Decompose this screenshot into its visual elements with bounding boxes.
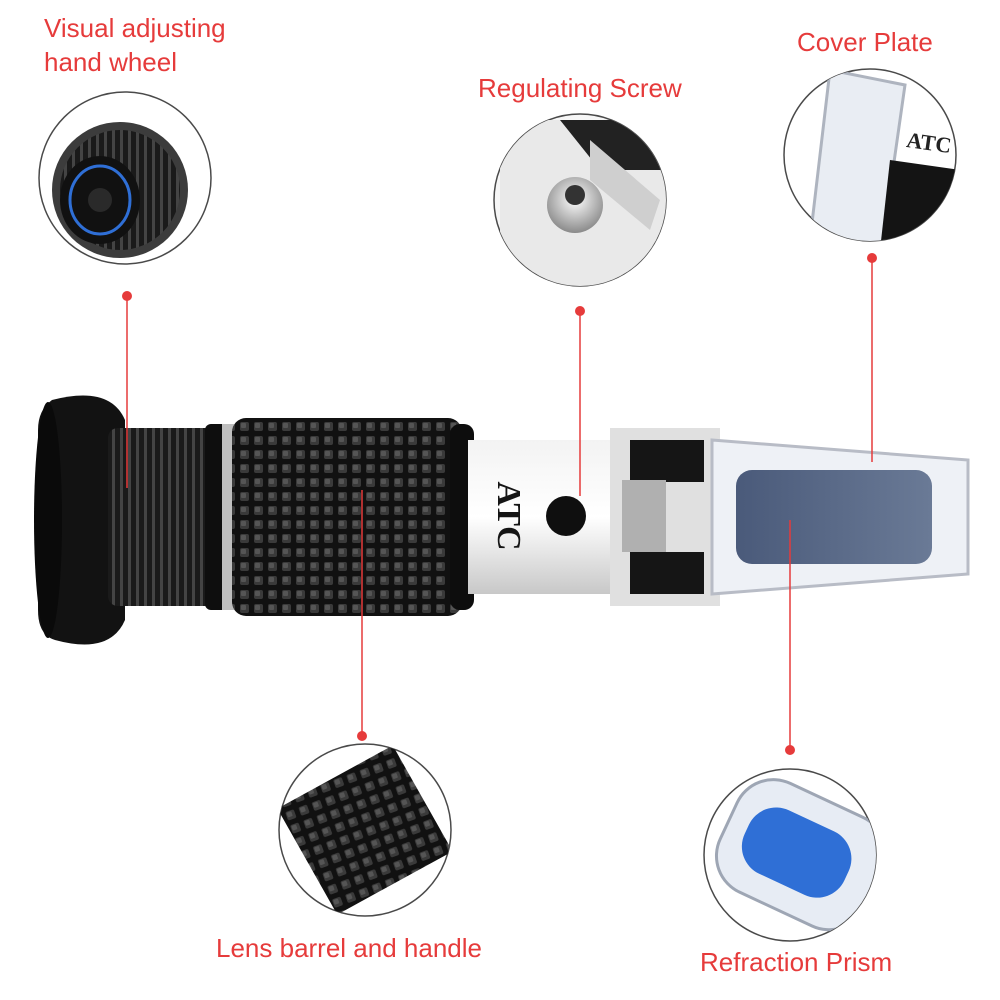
cover-plate-label: Cover Plate bbox=[797, 27, 933, 57]
refractometer bbox=[34, 395, 970, 645]
handle-grip-inset bbox=[278, 743, 452, 917]
cover-plate-inset: ATC bbox=[783, 68, 957, 242]
metal-barrel bbox=[468, 440, 618, 594]
leader-lines bbox=[122, 253, 877, 755]
regulating-screw-inset bbox=[493, 113, 667, 287]
hand-wheel-inset bbox=[38, 91, 212, 265]
hand-wheel-label-line2: hand wheel bbox=[44, 46, 177, 77]
leader-dot-cover bbox=[867, 253, 877, 263]
hand-wheel-label: Visual adjusting hand wheel bbox=[44, 12, 226, 80]
hand-wheel-label-line1: Visual adjusting bbox=[44, 13, 226, 43]
handle-grip bbox=[232, 418, 462, 616]
regulating-screw-cap bbox=[546, 496, 586, 536]
cover-atc-marking: ATC bbox=[905, 127, 953, 158]
atc-marking: ATC bbox=[490, 481, 527, 550]
leader-dot-hand-wheel bbox=[122, 291, 132, 301]
refraction-prism-label: Refraction Prism bbox=[700, 947, 893, 977]
refraction-prism-inset bbox=[703, 768, 877, 942]
focus-wheel bbox=[108, 428, 220, 606]
leader-dot-handle bbox=[357, 731, 367, 741]
lens-barrel-label: Lens barrel and handle bbox=[216, 933, 482, 963]
regulating-screw-label: Regulating Screw bbox=[478, 73, 682, 103]
leader-dot-prism bbox=[785, 745, 795, 755]
leader-dot-screw bbox=[575, 306, 585, 316]
refraction-prism bbox=[736, 470, 932, 564]
